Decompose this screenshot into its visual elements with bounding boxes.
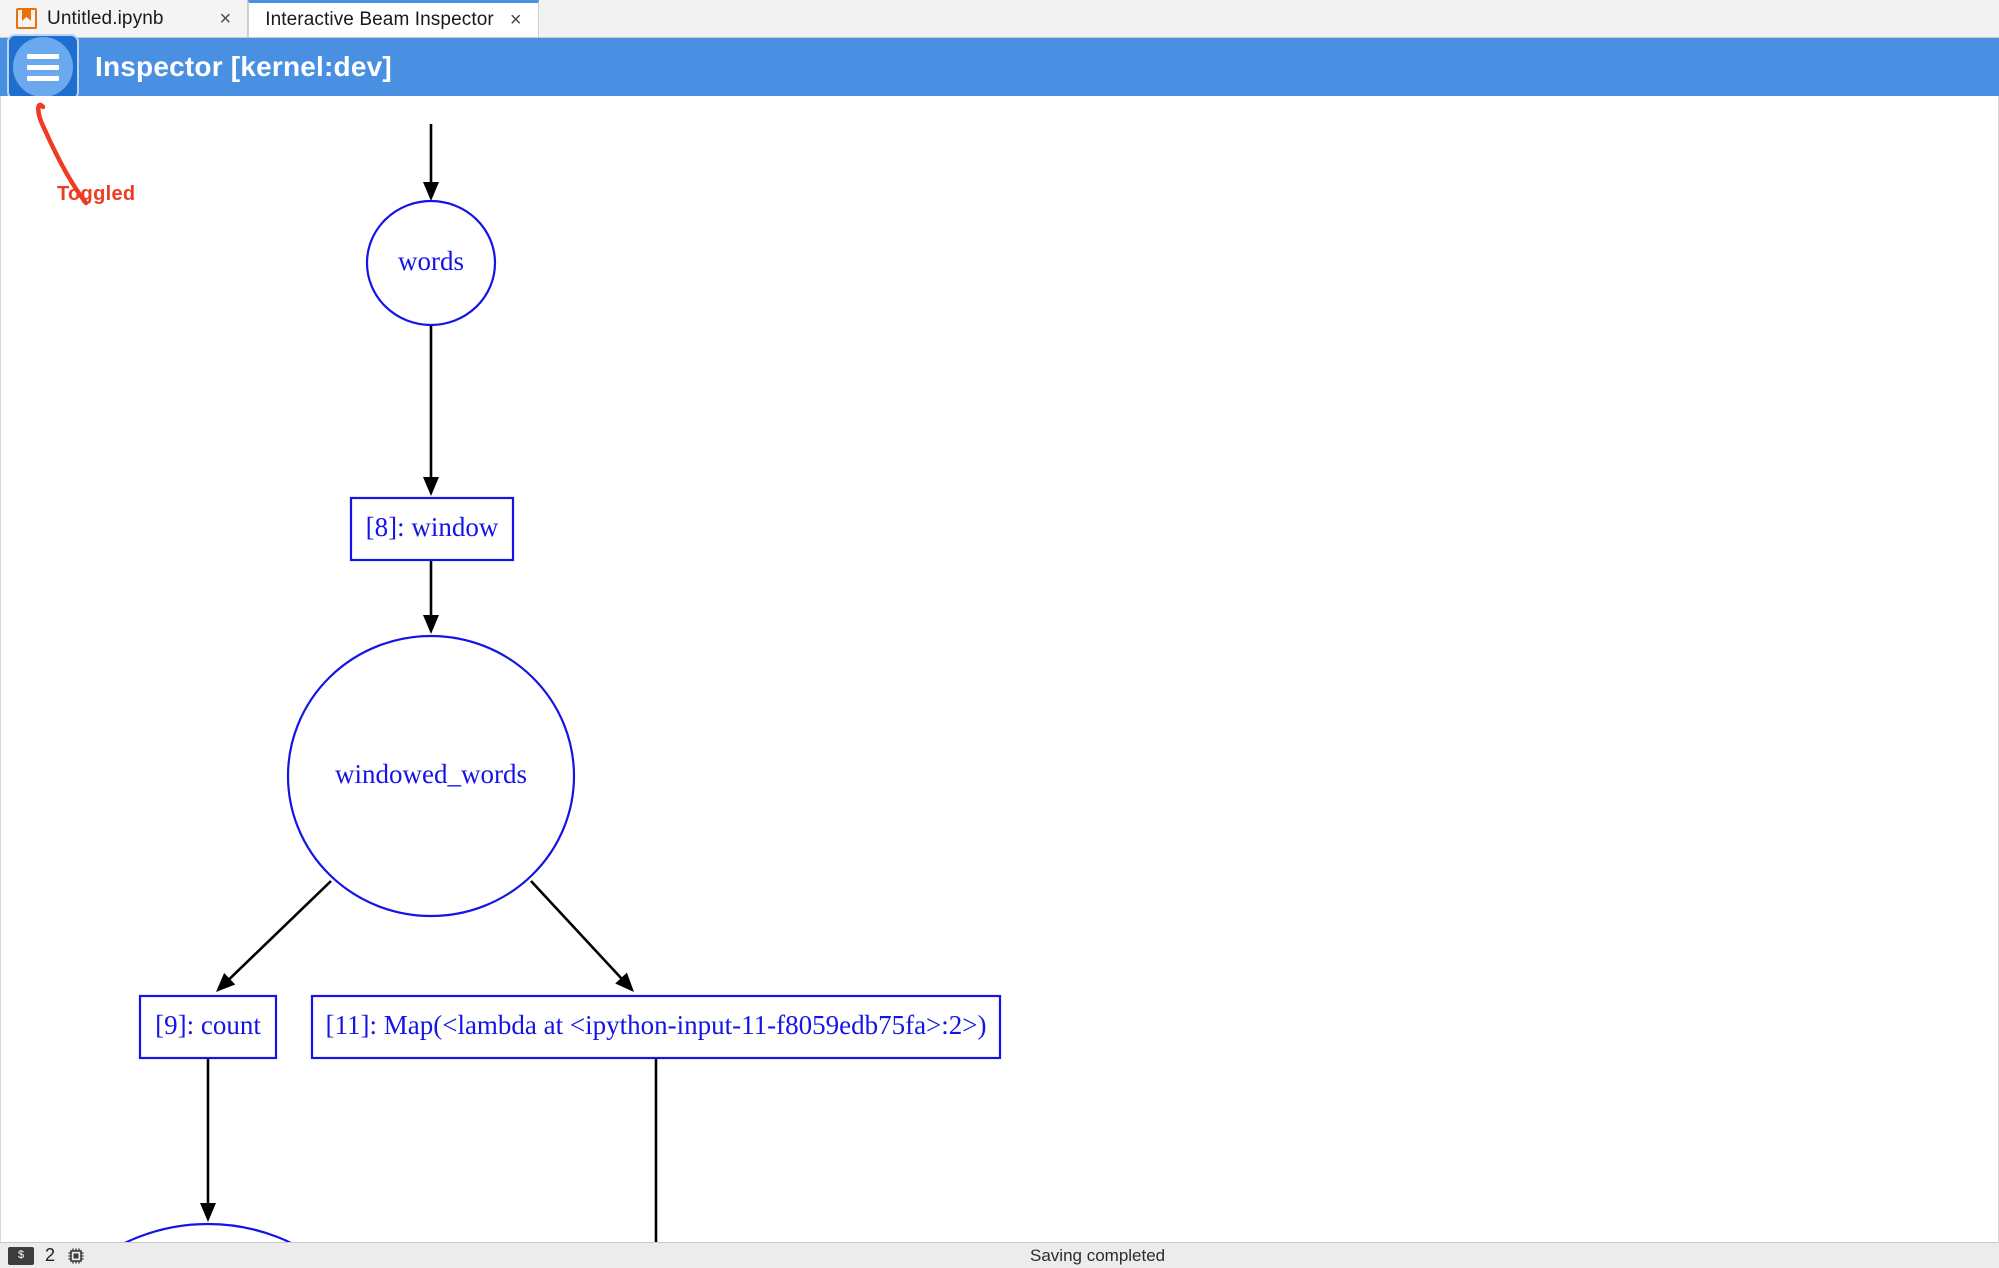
graph-node-windowed_words[interactable] [286,634,576,918]
graph-edge-arrowhead [423,477,439,496]
graph-node-count[interactable] [138,994,278,1060]
graph-edge-arrowhead [615,972,634,992]
hamburger-bar-2 [27,64,59,70]
toggled-annotation-label: Toggled [57,183,136,205]
page-title: Inspector [kernel:dev] [95,51,392,82]
graph-edge-arrowhead [423,615,439,634]
close-icon[interactable]: × [219,7,232,30]
tab-untitled-notebook[interactable]: Untitled.ipynb × [0,0,249,37]
status-message: Saving completed [1030,1245,1166,1265]
graph-node-words[interactable] [365,199,497,327]
graph-edge-arrowhead [216,973,236,992]
graph-edge-arrowhead [423,182,439,201]
tab-label: Untitled.ipynb [47,7,164,29]
terminal-icon[interactable]: $ [8,1246,34,1265]
graph-edge [227,880,332,982]
hamburger-bar-3 [27,75,59,81]
tab-bar-empty-space [538,0,1999,37]
graph-nodes: words [8]: window windowed_words [9]: count… [21,199,1002,1244]
inspector-header: Inspector [kernel:dev] [0,34,1999,100]
tab-interactive-beam-inspector[interactable]: Interactive Beam Inspector × [248,0,539,37]
graph-edge-arrowhead [200,1203,216,1222]
hamburger-bar-1 [27,53,59,59]
pipeline-graph-canvas[interactable]: words [8]: window windowed_words [9]: count… [0,96,1999,1244]
graph-node-label-count: [9]: count [155,1010,261,1040]
kernel-count-label: 2 [45,1245,56,1265]
pipeline-graph: words [8]: window windowed_words [9]: count… [21,124,1002,1244]
close-icon[interactable]: × [509,9,522,31]
graph-node-map[interactable] [310,994,1002,1060]
hamburger-menu-button[interactable] [7,34,79,100]
tab-bar: Untitled.ipynb × Interactive Beam Inspec… [0,0,1999,38]
graph-node-label-window: [8]: window [366,512,499,542]
graph-edges [200,124,658,1244]
graph-node-label-words: words [398,246,464,276]
status-bar: $ 2 [0,1242,1999,1268]
hamburger-menu-icon [13,37,73,97]
graph-node-label-windowed_words: windowed_words [335,759,527,789]
graph-node-label-map: [11]: Map(<lambda at <ipython-input-11-f… [326,1010,987,1040]
graph-edge [530,880,624,981]
notebook-icon [16,8,37,29]
graph-node-window[interactable] [349,496,515,562]
tab-label: Interactive Beam Inspector [265,9,494,30]
status-bar-left: $ 2 [0,1245,86,1266]
chip-icon[interactable] [66,1246,86,1266]
graph-node-windowed_word_counts[interactable] [21,1222,395,1244]
